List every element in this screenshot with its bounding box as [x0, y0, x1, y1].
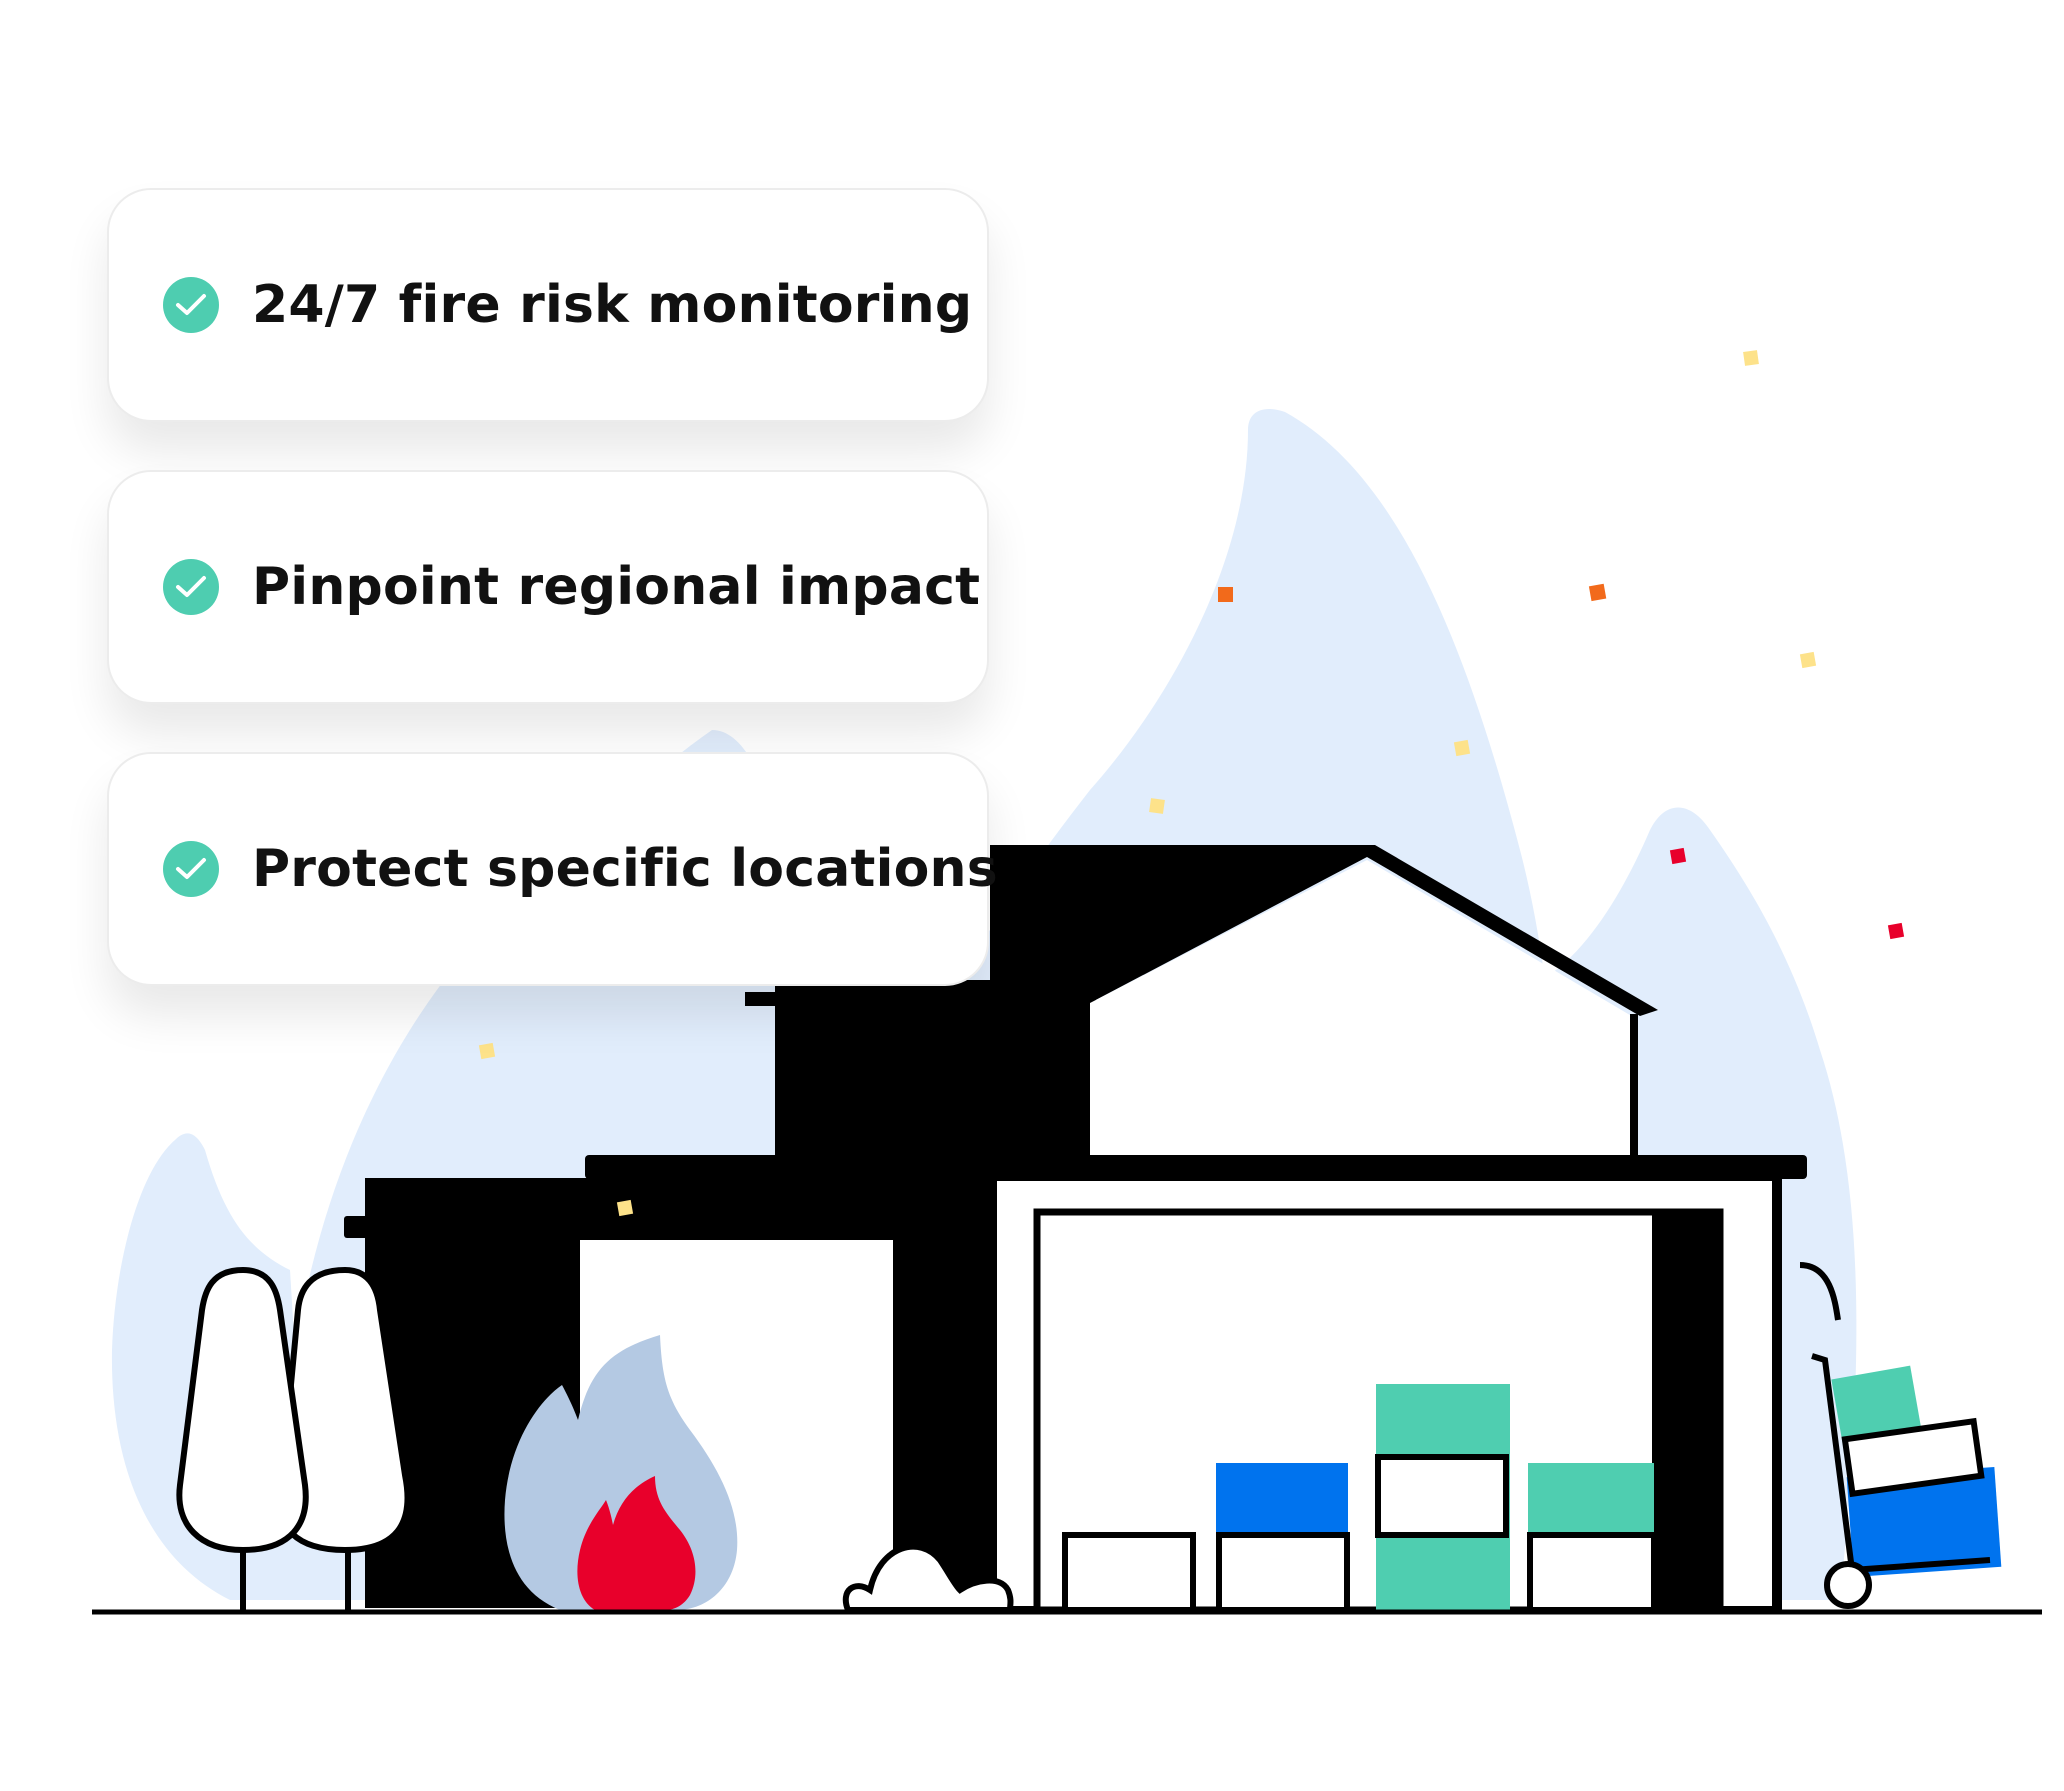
- feature-card-1: 24/7 fire risk monitoring: [107, 188, 989, 422]
- feature-label: Protect specific locations: [252, 839, 998, 899]
- cart-box-blue: [1846, 1466, 2002, 1578]
- house-left-eave: [745, 992, 1005, 1006]
- house-gable-front: [1090, 860, 1635, 1160]
- feature-card-2: Pinpoint regional impact: [107, 470, 989, 704]
- flame-inner: [577, 1476, 696, 1610]
- box-white-blue-base: [1216, 1532, 1350, 1613]
- house-gable-roof: [1000, 845, 1658, 1016]
- check-circle-icon: [163, 277, 219, 333]
- feature-card-3: Protect specific locations: [107, 752, 998, 986]
- box-white-right: [1527, 1532, 1657, 1613]
- right-outer-wall: [1774, 1177, 1782, 1610]
- check-circle-icon: [163, 559, 219, 615]
- boxes: [1062, 1384, 1657, 1613]
- bush: [842, 1543, 1014, 1613]
- garage-right-column: [1652, 1212, 1720, 1610]
- box-white-mid: [1375, 1454, 1509, 1538]
- box-green-right: [1528, 1463, 1654, 1545]
- center-dark-column: [893, 1178, 993, 1608]
- check-circle-icon: [163, 841, 219, 897]
- feature-label: Pinpoint regional impact: [252, 557, 981, 617]
- hand-truck: [1799, 1262, 2002, 1609]
- box-white-left: [1062, 1532, 1196, 1613]
- feature-label: 24/7 fire risk monitoring: [252, 275, 973, 335]
- house-gable-post: [1630, 1014, 1638, 1164]
- box-blue-top: [1216, 1463, 1348, 1545]
- fire: [504, 1335, 738, 1610]
- tree-right-trunk: [1799, 1262, 1841, 1321]
- cart-box-white: [1841, 1417, 1985, 1498]
- cart-handle: [1811, 1353, 1991, 1574]
- cart-wheel: [1824, 1561, 1872, 1609]
- trees-left: [176, 1266, 411, 1612]
